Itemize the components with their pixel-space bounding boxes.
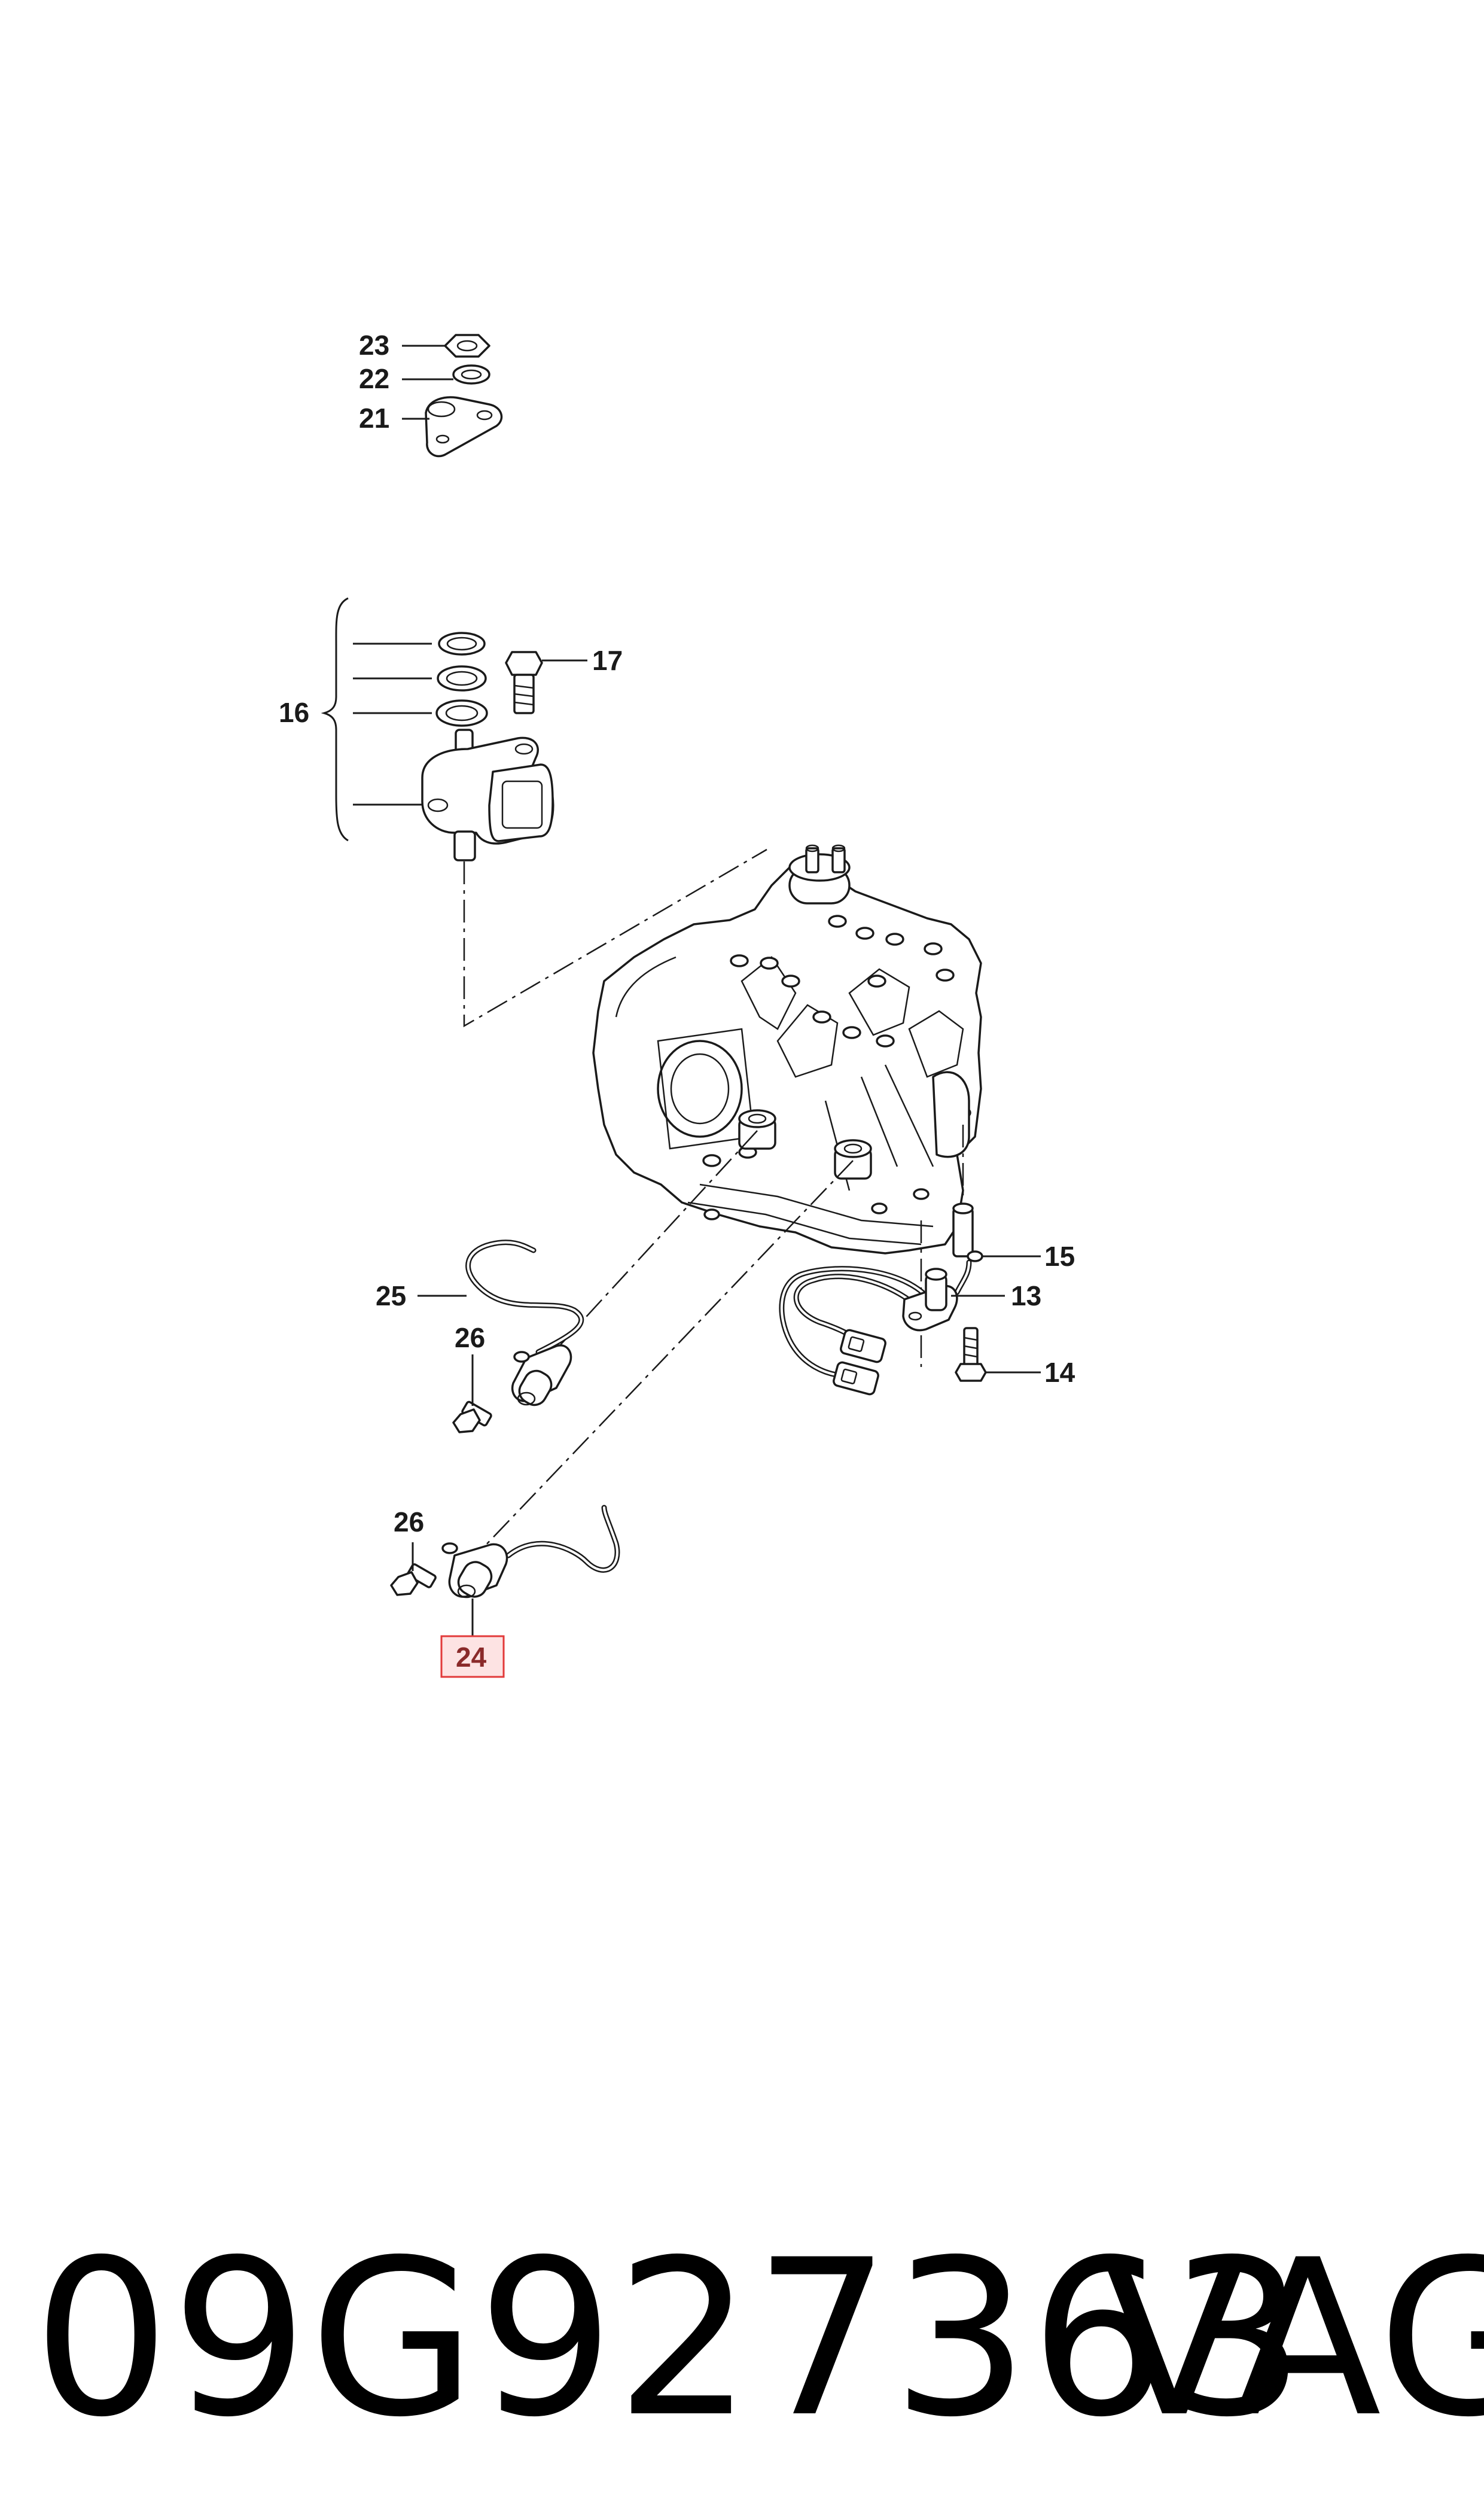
- gearbox-housing: [592, 844, 982, 1255]
- lever-part-21: [425, 396, 503, 458]
- speed-sensor-24-assembly: 26 24: [390, 1160, 854, 1678]
- o-ring-bottom: [435, 699, 488, 727]
- pin-part-15: [952, 1207, 974, 1258]
- speed-sensor-right-assembly: 15 13 14: [779, 1125, 1075, 1396]
- callout-23: 23: [359, 330, 389, 361]
- lever-assembly: 23 22 21: [359, 330, 503, 458]
- washer-part-22: [452, 364, 490, 385]
- callout-25: 25: [376, 1280, 406, 1311]
- bolt-part-14: [955, 1327, 987, 1382]
- callout-13: 13: [1011, 1280, 1041, 1311]
- callout-15: 15: [1044, 1241, 1075, 1272]
- bolt-part-26-upper: [452, 1400, 492, 1433]
- range-sensor-assembly: 16 17: [279, 597, 767, 1028]
- nut-part-23: [444, 334, 490, 358]
- callout-16: 16: [279, 697, 309, 728]
- sensor-body-part-16: [421, 729, 554, 861]
- brand-name: VAG: [1101, 2213, 1484, 2464]
- o-ring-middle: [437, 665, 487, 692]
- speed-sensor-25-assembly: 25 26: [376, 1130, 758, 1433]
- callout-22: 22: [359, 363, 389, 394]
- sensor-part-13: [902, 1268, 958, 1332]
- bolt-part-17: [505, 651, 543, 714]
- sensor-part-25: [511, 1344, 572, 1406]
- callout-26-lower: 26: [394, 1506, 424, 1537]
- callout-26-upper: 26: [455, 1322, 485, 1353]
- callout-21: 21: [359, 403, 389, 434]
- callout-14: 14: [1044, 1357, 1075, 1388]
- callout-24: 24: [456, 1642, 487, 1673]
- o-ring-top: [438, 632, 486, 656]
- bolt-part-26-lower: [390, 1563, 437, 1596]
- callout-24-highlight-box[interactable]: [440, 1635, 505, 1678]
- sensor-part-24: [441, 1542, 508, 1599]
- callout-17: 17: [592, 645, 623, 676]
- part-number: 09G927363: [33, 2213, 1307, 2464]
